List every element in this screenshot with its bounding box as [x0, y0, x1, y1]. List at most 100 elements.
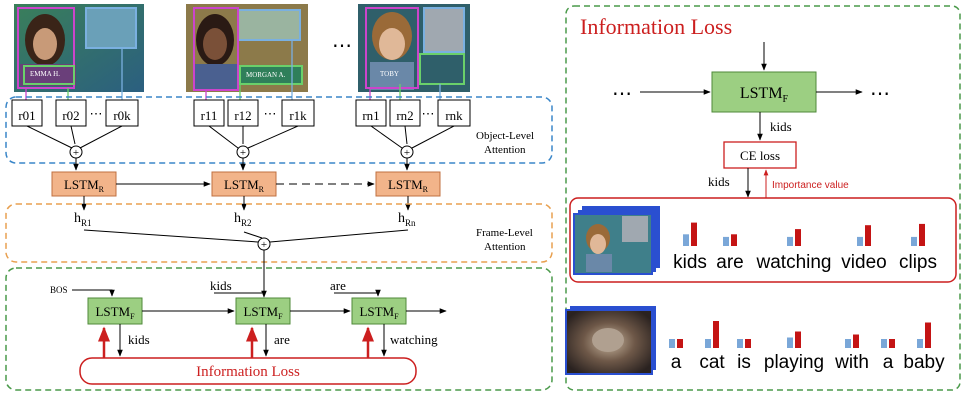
- plus-sign: +: [404, 147, 410, 159]
- lstm-f-cells: LSTMF LSTMF LSTMF: [87, 297, 407, 325]
- video-frame-3: TOBY: [358, 4, 470, 92]
- importance-bar-value: [691, 222, 697, 246]
- frame-caption: TOBY: [380, 70, 399, 78]
- output-word: kids: [128, 332, 150, 347]
- left-panel: EMMA H. MORGAN A. TOBY ⋯: [5, 4, 553, 391]
- importance-bar-baseline: [911, 236, 917, 246]
- right-lstm-f-label: LSTMF: [740, 85, 789, 105]
- caption-word: kids: [673, 252, 707, 273]
- caption-word: a: [883, 352, 894, 373]
- example-1-thumbnail: [573, 206, 660, 275]
- region-label: r0k: [113, 108, 131, 123]
- lstm-r-label: LSTMR: [388, 177, 429, 194]
- frame-attention-lines: [83, 229, 409, 243]
- frame-attention-box: [5, 203, 553, 263]
- right-lstm-f-cell: [711, 71, 817, 113]
- importance-bar-value: [731, 234, 737, 246]
- caption-word: a: [671, 352, 682, 373]
- region-feature: [227, 99, 259, 127]
- region-label: r1k: [289, 108, 307, 123]
- region-label: r12: [234, 108, 251, 123]
- importance-bar-baseline: [857, 236, 863, 246]
- ce-loss-label: CE loss: [740, 148, 780, 163]
- object-attention-box: [5, 96, 553, 164]
- caption-word: is: [737, 352, 751, 373]
- lstm-r-cell: [211, 171, 277, 197]
- caption-word: cat: [699, 352, 725, 373]
- lstm-r-cell: [375, 171, 441, 197]
- right-panel: Information Loss ⋯ LSTMF ⋯ kids CE loss …: [565, 5, 961, 391]
- lstm-r-cells: LSTMR LSTMR LSTMR: [51, 171, 441, 197]
- example-1-box: [569, 197, 957, 283]
- caption-word: baby: [903, 352, 945, 373]
- lstm-r-cell: [51, 171, 117, 197]
- lstm-f-label: LSTMF: [243, 304, 283, 321]
- frame-attention-label: Attention: [484, 241, 526, 253]
- region-lines: [25, 40, 441, 100]
- caption-word: playing: [764, 352, 824, 373]
- importance-bar-baseline: [845, 339, 851, 348]
- right-panel-border: [565, 5, 961, 391]
- frame-attention-label: Frame-Level: [476, 227, 533, 239]
- lstm-f-cell: [87, 297, 143, 325]
- information-loss-box: [79, 357, 417, 385]
- importance-bar-baseline: [683, 234, 689, 246]
- video-frame-2: MORGAN A.: [186, 4, 308, 92]
- importance-bar-value: [745, 339, 751, 348]
- dots-right: ⋯: [870, 83, 890, 105]
- lstm-f-cell: [351, 297, 407, 325]
- importance-bar-value: [865, 225, 871, 246]
- importance-bar-value: [677, 339, 683, 348]
- region-label: rn1: [362, 108, 379, 123]
- importance-bar-value: [713, 321, 719, 348]
- example-2-thumbnail: [565, 306, 656, 375]
- region-label: rnk: [445, 108, 463, 123]
- region-label: r02: [62, 108, 79, 123]
- output-word: are: [274, 332, 290, 347]
- input-word: kids: [210, 278, 232, 293]
- importance-bar-value: [889, 339, 895, 348]
- frame-caption: MORGAN A.: [246, 71, 286, 79]
- region-feature: [389, 99, 421, 127]
- kids-label: kids: [770, 119, 792, 134]
- hidden-state-label: hRn: [398, 211, 416, 228]
- caption-word: watching: [756, 252, 832, 273]
- region-label: rn2: [396, 108, 413, 123]
- caption-word: video: [841, 252, 886, 273]
- region-ellipsis: ⋯: [422, 106, 435, 121]
- importance-bar-baseline: [737, 339, 743, 348]
- information-loss-label: Information Loss: [196, 364, 300, 380]
- importance-bar-value: [925, 322, 931, 348]
- importance-value-label: Importance value: [772, 180, 849, 191]
- bos-token: BOS: [50, 285, 68, 295]
- frames-ellipsis: ⋯: [332, 35, 352, 57]
- object-attention-label: Object-Level: [476, 130, 534, 142]
- frame-caption: EMMA H.: [30, 70, 60, 78]
- lstm-f-label: LSTMF: [95, 304, 135, 321]
- plus-sign: +: [240, 147, 246, 159]
- importance-bar-baseline: [705, 339, 711, 348]
- importance-bar-baseline: [787, 236, 793, 246]
- right-title: Information Loss: [580, 14, 732, 39]
- lstm-f-cell: [235, 297, 291, 325]
- hidden-state-label: hR2: [234, 211, 252, 228]
- importance-bar-baseline: [669, 339, 675, 348]
- lstm-r-label: LSTMR: [64, 177, 105, 194]
- region-group-1: r11 r12 ⋯ r1k +: [193, 99, 315, 159]
- caption-word: with: [834, 352, 869, 373]
- importance-bar-baseline: [787, 337, 793, 348]
- caption-word: are: [716, 252, 743, 273]
- importance-bar-baseline: [917, 339, 923, 348]
- region-label: r11: [201, 108, 218, 123]
- caption-word: clips: [899, 252, 937, 273]
- importance-bar-baseline: [881, 339, 887, 348]
- region-feature: [355, 99, 387, 127]
- importance-bar-value: [795, 331, 801, 348]
- ce-loss-box: [723, 141, 797, 169]
- lstm-f-label: LSTMF: [359, 304, 399, 321]
- importance-bar-baseline: [723, 236, 729, 246]
- attention-lines: [208, 125, 299, 149]
- decoder-box: [5, 267, 553, 391]
- attention-lines: [26, 125, 123, 149]
